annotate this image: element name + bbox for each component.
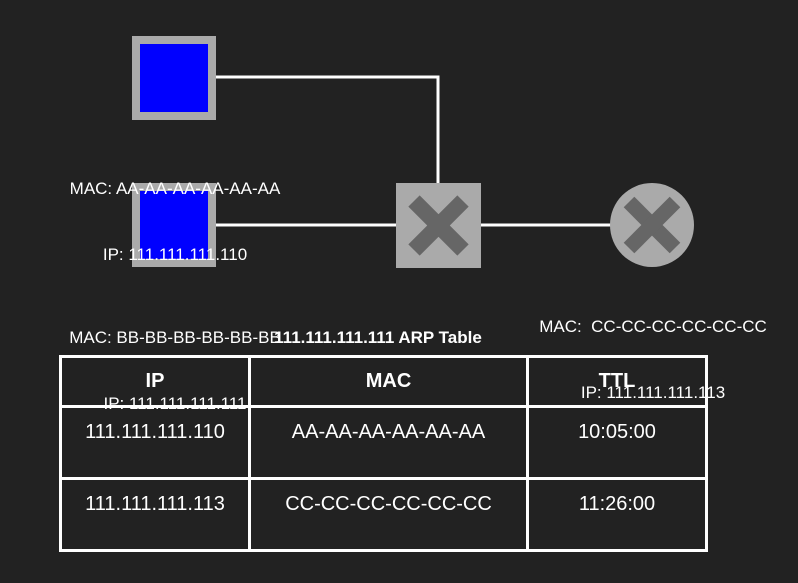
- host-b-mac: MAC: BB-BB-BB-BB-BB-BB: [69, 328, 281, 347]
- cell-mac: AA-AA-AA-AA-AA-AA: [248, 405, 529, 480]
- cell-ttl: 10:05:00: [526, 405, 708, 480]
- header-ip: IP: [59, 355, 251, 408]
- arp-table-title: 111.111.111.111 ARP Table: [274, 328, 482, 347]
- cell-mac: CC-CC-CC-CC-CC-CC: [248, 477, 529, 552]
- table-row: 111.111.111.110 AA-AA-AA-AA-AA-AA 10:05:…: [59, 405, 708, 480]
- host-a-node[interactable]: [132, 36, 216, 120]
- router-mac: MAC: CC-CC-CC-CC-CC-CC: [539, 317, 767, 336]
- computer-icon: [132, 183, 216, 267]
- cell-ip: 111.111.111.113: [59, 477, 251, 552]
- router-node[interactable]: [610, 183, 694, 267]
- host-a-ip: IP: 111.111.111.110: [102, 245, 248, 264]
- table-row: 111.111.111.113 CC-CC-CC-CC-CC-CC 11:26:…: [59, 477, 708, 552]
- cell-ip: 111.111.111.110: [59, 405, 251, 480]
- arp-table: IP MAC TTL 111.111.111.110 AA-AA-AA-AA-A…: [59, 355, 708, 552]
- switch-node[interactable]: [396, 183, 481, 268]
- link-host-a-switch: [216, 75, 440, 184]
- host-b-node[interactable]: [132, 183, 216, 267]
- header-mac: MAC: [248, 355, 529, 408]
- x-mark-icon: [408, 195, 469, 256]
- table-header-row: IP MAC TTL: [59, 355, 708, 408]
- cell-ttl: 11:26:00: [526, 477, 708, 552]
- computer-icon: [132, 36, 216, 120]
- header-ttl: TTL: [526, 355, 708, 408]
- x-mark-icon: [623, 196, 681, 254]
- host-a-label: MAC: AA-AA-AA-AA-AA-AA IP: 111.111.111.1…: [50, 134, 300, 288]
- host-a-mac: MAC: AA-AA-AA-AA-AA-AA: [69, 179, 281, 198]
